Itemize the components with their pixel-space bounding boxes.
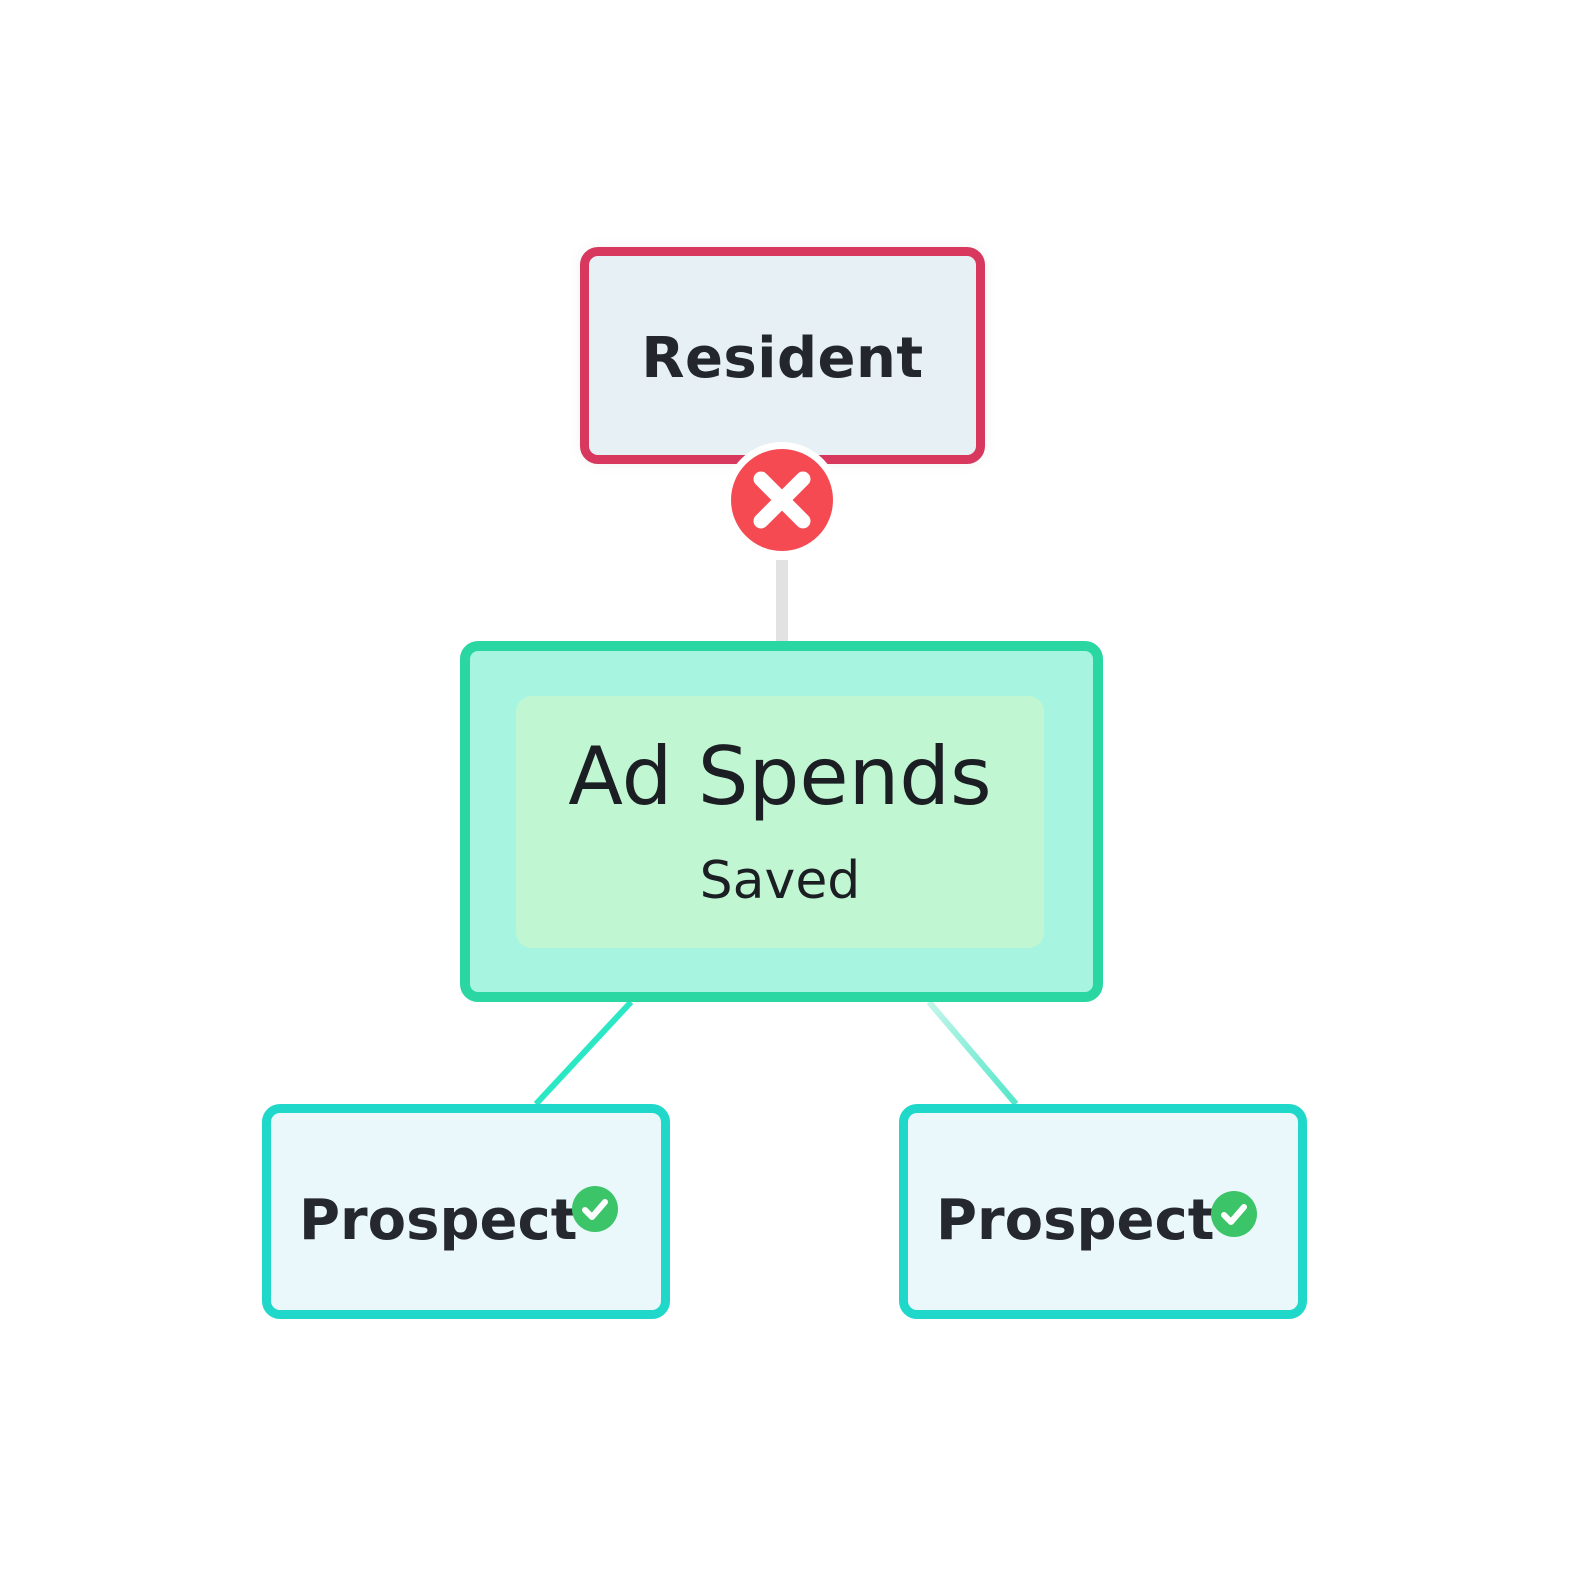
check-circle-icon	[572, 1186, 618, 1232]
node-prospect-left-label: Prospect	[299, 1188, 578, 1253]
node-resident[interactable]: Resident	[580, 247, 985, 464]
close-glyph	[753, 471, 811, 529]
close-circle-icon[interactable]	[724, 442, 840, 558]
connector-ad-spends-to-prospect-right	[926, 1000, 1019, 1106]
check-circle-icon	[1211, 1191, 1257, 1237]
node-ad-spends-status: Saved	[699, 851, 861, 911]
node-prospect-left[interactable]: Prospect	[262, 1104, 670, 1319]
node-prospect-right-label: Prospect	[936, 1188, 1215, 1253]
error-badge-circle	[731, 449, 833, 551]
node-resident-label: Resident	[641, 326, 924, 391]
node-ad-spends[interactable]: Ad Spends Saved	[460, 641, 1103, 1002]
node-prospect-right[interactable]: Prospect	[899, 1104, 1307, 1319]
node-ad-spends-panel: Ad Spends Saved	[516, 696, 1044, 948]
connector-ad-spends-to-prospect-left	[533, 999, 634, 1107]
node-ad-spends-title: Ad Spends	[568, 730, 992, 823]
